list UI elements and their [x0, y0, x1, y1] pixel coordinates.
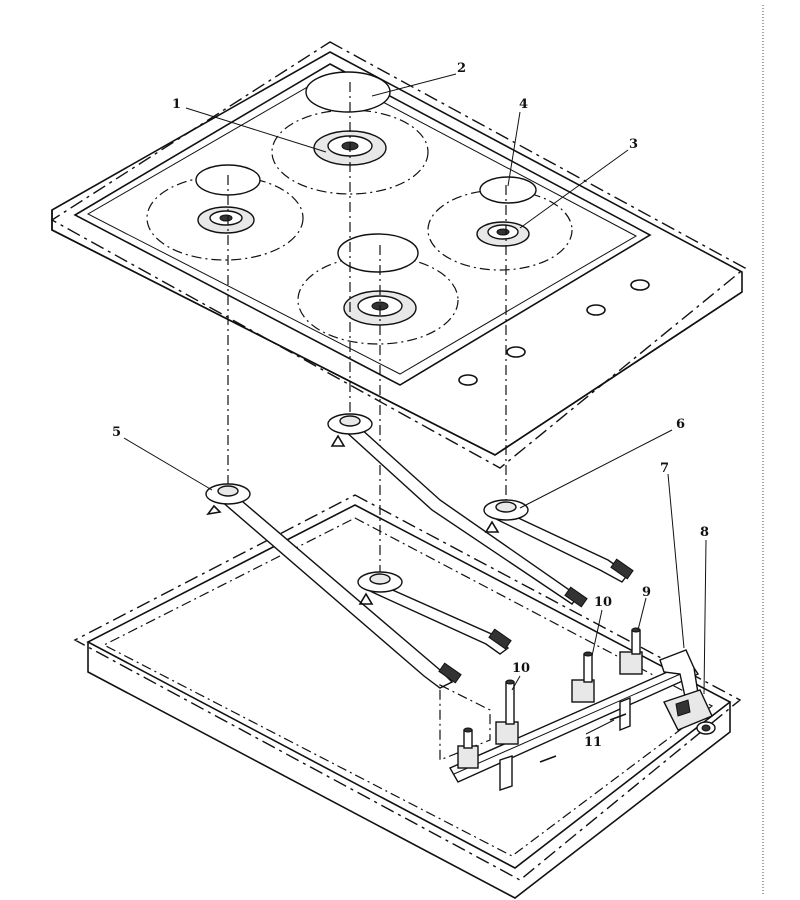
burner-heads [197, 130, 530, 326]
burner-base-back [327, 413, 373, 447]
callout-8: 8 [700, 525, 709, 540]
valve-3 [571, 651, 595, 703]
cooktop-top [50, 41, 747, 469]
pressure-regulator [663, 689, 716, 735]
burner-bases [205, 413, 529, 605]
callout-10b: 10 [512, 661, 530, 676]
tube-orifices [438, 558, 634, 684]
alignment-lines [227, 82, 507, 578]
callout-4: 4 [519, 97, 528, 112]
burner-head-left [197, 206, 255, 234]
hidden-bracket-outline [439, 684, 491, 761]
callout-10a: 10 [594, 595, 612, 610]
callout-labels: 1 2 3 4 5 6 7 8 9 10 10 11 [112, 61, 709, 750]
bottom-pan [73, 494, 742, 899]
callout-1: 1 [172, 97, 181, 112]
burner-base-front [357, 571, 403, 605]
callout-9: 9 [642, 585, 651, 600]
callout-3: 3 [629, 137, 638, 152]
valve-1 [457, 727, 479, 769]
burner-base-right [483, 499, 529, 533]
leader-lines [123, 73, 707, 735]
valve-4 [619, 627, 643, 675]
callout-11: 11 [584, 735, 602, 750]
callout-5: 5 [112, 425, 121, 440]
gas-manifold [449, 627, 716, 791]
valve-2 [495, 679, 519, 745]
callout-2: 2 [457, 61, 466, 76]
burner-head-right [476, 221, 530, 247]
burner-base-left [205, 483, 251, 516]
callout-7: 7 [660, 461, 669, 476]
burner-tubes [218, 427, 629, 689]
callout-6: 6 [676, 417, 685, 432]
